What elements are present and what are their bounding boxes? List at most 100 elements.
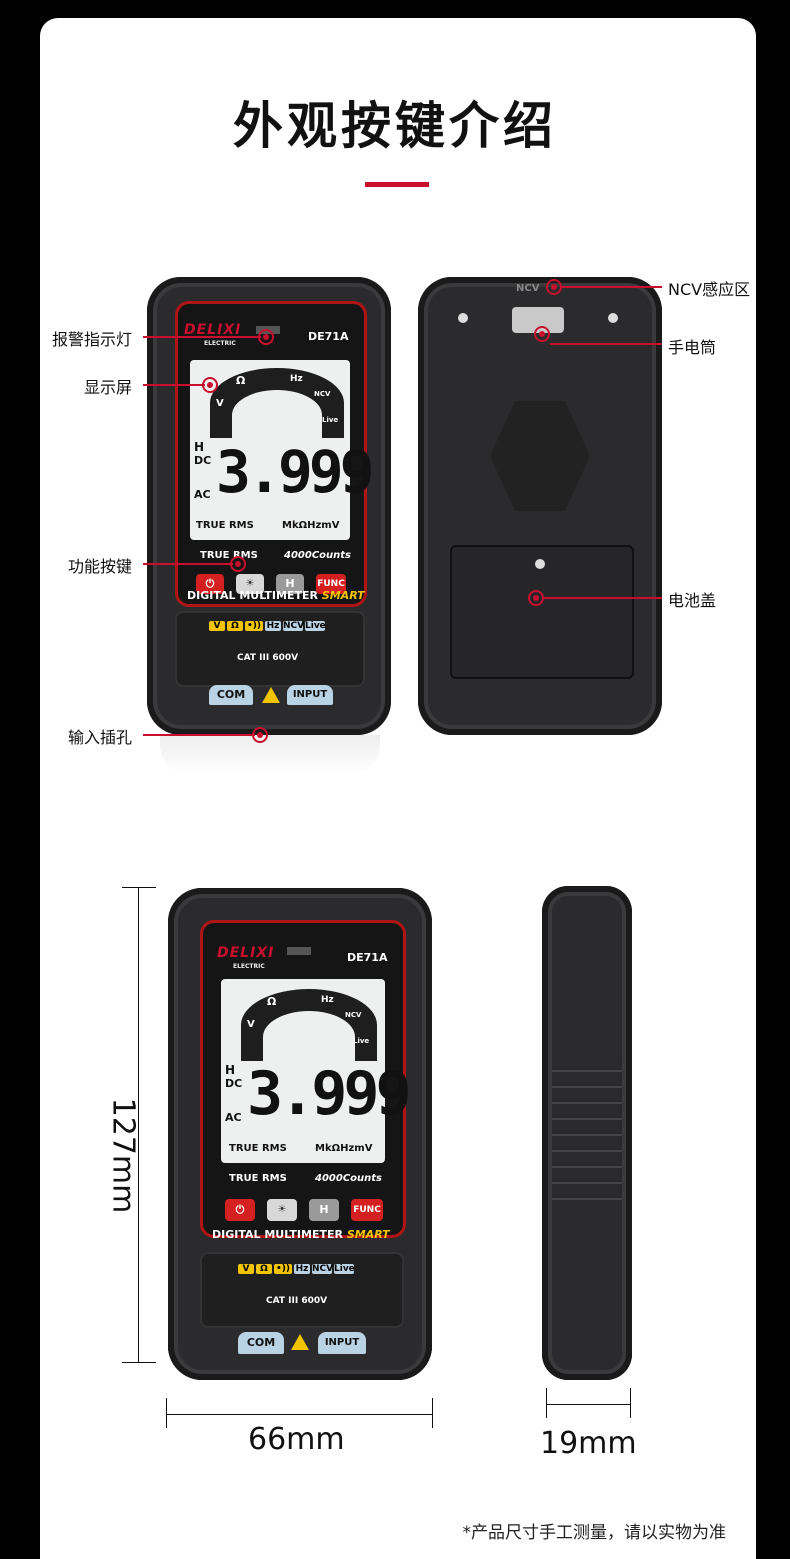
leader-battery-cover [544, 597, 662, 599]
brand-logo: DELIXI [184, 322, 242, 338]
chip-live: Live [305, 621, 326, 631]
dim-depth-text: 19mm [540, 1426, 637, 1461]
leader-input-jacks [143, 734, 255, 736]
arc-ncv: NCV [314, 390, 331, 398]
counts-label: 4000Counts [284, 550, 352, 561]
dim-height-cap-bottom [122, 1362, 156, 1363]
model-label-2: DE71A [347, 951, 388, 964]
back-screw-right [608, 313, 618, 323]
chip-hz: Hz [265, 621, 281, 631]
power-button-2[interactable]: ⏻ [225, 1199, 255, 1221]
model-label: DE71A [308, 330, 349, 343]
arc-ncv-2: NCV [345, 1011, 362, 1019]
dim-width-cap-right [432, 1398, 433, 1428]
front-bezel-2: DELIXI ELECTRIC DE71A Ω Hz NCV Live V H … [200, 920, 412, 1238]
brand-logo-2: DELIXI [217, 945, 275, 961]
arc-inner [232, 390, 322, 440]
callout-ncv-zone: NCV感应区 [668, 280, 751, 299]
lcd-units: MkΩHzmV [282, 520, 340, 531]
hold-button-2[interactable]: H [309, 1199, 339, 1221]
warning-icon-2 [291, 1334, 309, 1350]
input-port-2: INPUT [318, 1332, 366, 1354]
light-button-2[interactable]: ☀ [267, 1199, 297, 1221]
lcd-mode-h-2: H [225, 1063, 236, 1077]
back-ncv-label: NCV [516, 283, 540, 294]
leader-flashlight [550, 343, 662, 345]
chip-live-2: Live [334, 1264, 355, 1274]
target-flashlight [534, 326, 550, 342]
smart-label-2: SMART [346, 1228, 390, 1241]
side-view-device [542, 886, 632, 1380]
callout-function-keys: 功能按键 [68, 557, 133, 576]
cat-rating-2: CAT III 600V [266, 1296, 328, 1306]
arc-live: Live [322, 416, 339, 424]
chip-ohm-2: Ω [256, 1264, 272, 1274]
dim-height-line [138, 888, 139, 1362]
target-alarm-light [258, 329, 274, 345]
func-button-2[interactable]: FUNC [351, 1199, 383, 1221]
lcd-units-2: MkΩHzmV [315, 1143, 373, 1154]
back-device: NCV [418, 277, 662, 735]
dim-depth-cap-left [546, 1388, 547, 1418]
page-title: 外观按键介绍 [233, 97, 557, 155]
lcd-display-2: Ω Hz NCV Live V H DC AC 3.999 TRUE RMS M… [221, 979, 412, 1163]
leader-alarm-light [143, 336, 261, 338]
dim-width-text: 66mm [248, 1422, 345, 1457]
alarm-indicator-2 [287, 947, 311, 955]
leader-ncv-zone [562, 286, 662, 288]
com-port-2: COM [238, 1332, 284, 1354]
callout-battery-cover: 电池盖 [668, 591, 717, 610]
brand-sub: ELECTRIC [204, 340, 236, 347]
target-function-keys [230, 556, 246, 572]
callout-input-jacks: 输入插孔 [68, 728, 133, 747]
light-button[interactable]: ☀ [236, 574, 264, 594]
front-device-bottom: DELIXI ELECTRIC DE71A Ω Hz NCV Live V H … [168, 888, 432, 1380]
leader-display [143, 384, 205, 386]
arc-hz-2: Hz [321, 995, 334, 1005]
dim-width-cap-left [166, 1398, 167, 1428]
back-screw-left [458, 313, 468, 323]
chip-hz-2: Hz [294, 1264, 310, 1274]
lcd-display: Ω Hz NCV Live V H DC AC 3.999 TRUE RMS M… [190, 360, 375, 540]
arc-v: V [216, 398, 224, 409]
dim-depth-line [546, 1404, 630, 1405]
device-reflection [160, 735, 380, 775]
footnote: *产品尺寸手工测量，请以实物为准 [462, 1523, 727, 1543]
front-bezel: DELIXI ELECTRIC DE71A Ω Hz NCV Live V H … [175, 301, 375, 607]
target-display [202, 377, 218, 393]
arc-v-2: V [247, 1019, 255, 1030]
dim-depth-cap-right [630, 1388, 631, 1418]
chip-beep: •)) [245, 621, 263, 631]
lcd-mode-dc-2: DC [225, 1077, 243, 1090]
lcd-reading-2: 3.999 [247, 1059, 412, 1129]
multimeter-label-text: DIGITAL MULTIMETER [187, 589, 318, 602]
counts-label-2: 4000Counts [315, 1173, 383, 1184]
cat-rating: CAT III 600V [237, 653, 299, 663]
lcd-mode-ac: AC [194, 488, 211, 501]
callout-alarm-light: 报警指示灯 [52, 330, 133, 349]
true-rms-label-2: TRUE RMS [229, 1173, 287, 1184]
dim-height-text: 127mm [105, 1097, 141, 1214]
dim-width-line [166, 1414, 432, 1415]
dim-height-cap-top [122, 887, 156, 888]
chip-ncv: NCV [283, 621, 305, 631]
func-button[interactable]: FUNC [316, 574, 346, 594]
target-input-jacks [252, 727, 268, 743]
title-underline [365, 182, 429, 187]
multimeter-label-text-2: DIGITAL MULTIMETER [212, 1228, 343, 1241]
battery-screw [535, 559, 545, 569]
target-ncv-zone [546, 279, 562, 295]
chip-beep-2: •)) [274, 1264, 292, 1274]
leader-function-keys [143, 563, 233, 565]
arc-hz: Hz [290, 374, 303, 384]
lcd-mode-h: H [194, 440, 205, 454]
callout-flashlight: 手电筒 [668, 338, 717, 357]
target-battery-cover [528, 590, 544, 606]
arc-omega: Ω [236, 374, 246, 387]
power-button[interactable]: ⏻ [196, 574, 224, 594]
hold-button[interactable]: H [276, 574, 304, 594]
chip-v: V [209, 621, 225, 631]
